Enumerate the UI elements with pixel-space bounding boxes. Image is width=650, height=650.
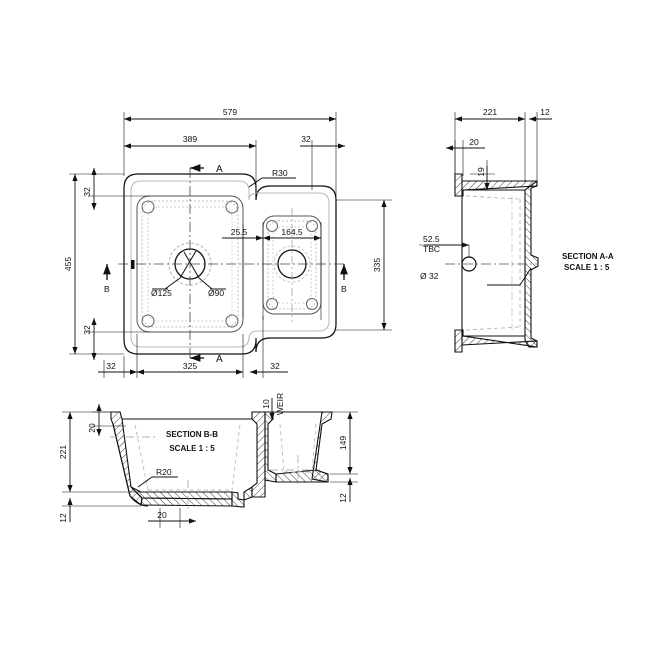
dim-inset-top: 32 <box>82 187 92 197</box>
r30-leader <box>248 177 263 188</box>
dim-bb-small-bowl-depth: 149 <box>338 436 348 450</box>
waste-leader-2 <box>183 251 200 279</box>
dim-bb-rim-width-left: 20 <box>87 423 97 433</box>
dim-right-bowl-height: 335 <box>372 258 382 272</box>
dim-aa-rim-thickness: 12 <box>540 107 550 117</box>
dim-bottom-right-offset: 32 <box>270 361 280 371</box>
dim-small-bowl-gap: 25.5 <box>231 227 248 237</box>
waste-outer-label: Ø125 <box>151 288 172 298</box>
section-aa-hidden-top <box>465 195 521 200</box>
dim-bb-main-depth: 221 <box>58 445 68 459</box>
section-b-left-label: B <box>104 284 110 294</box>
section-bb-title: SECTION B-B <box>166 430 218 439</box>
sink-rim-offset <box>130 180 330 348</box>
dim-tap-hole-diameter: Ø 32 <box>420 271 439 281</box>
dim-small-bowl-width: 164.5 <box>281 227 303 237</box>
main-bowl-corner-radius-br <box>225 314 239 328</box>
main-bowl-corner-radius-bl <box>141 314 155 328</box>
section-bb-small-base <box>275 469 329 483</box>
section-b-right-label: B <box>341 284 347 294</box>
section-aa-bottom-rim <box>454 329 538 353</box>
dim-bottom-main: 325 <box>183 361 197 371</box>
dim-weir-height: 10 <box>261 399 271 409</box>
dim-aa-rim-width: 20 <box>469 137 479 147</box>
dim-overall-height: 455 <box>63 257 73 271</box>
section-bb-view: R20 221 12 20 20 10 WEIR 149 12 SECTION … <box>58 393 358 528</box>
corner-radius-label: R30 <box>272 168 288 178</box>
small-bowl-corner-radius-tr <box>306 220 318 232</box>
main-bowl-corner-radius-tl <box>141 200 155 214</box>
dim-bottom-left-offset: 32 <box>106 361 116 371</box>
section-aa-hidden-bottom <box>465 326 521 331</box>
r20-leader <box>137 476 153 488</box>
base-radius-label: R20 <box>156 467 172 477</box>
section-bb-hidden-small-right <box>311 423 317 473</box>
small-bowl-corner-radius-tl <box>266 220 278 232</box>
section-bb-base-lip <box>140 497 233 507</box>
dim-right-offset-top: 32 <box>301 134 311 144</box>
section-bb-left-radius <box>129 495 149 507</box>
section-bb-hidden-right <box>231 424 241 491</box>
dim-bb-base-thickness: 12 <box>58 513 68 523</box>
sink-outer-outline <box>123 173 337 355</box>
section-aa-view: 221 12 20 19 52.5 TBC Ø 32 SECTION A-A S… <box>419 107 614 353</box>
dim-bb-base-step: 20 <box>157 510 167 520</box>
section-a-top-label: A <box>216 164 223 175</box>
dim-aa-depth: 221 <box>483 107 497 117</box>
main-bowl-corner-radius-tr <box>225 200 239 214</box>
waste-inner-label: Ø90 <box>208 288 224 298</box>
section-aa-title: SECTION A-A <box>562 252 614 261</box>
section-a-bottom-label: A <box>216 354 223 365</box>
dim-aa-lip: 19 <box>476 167 486 177</box>
section-aa-leader <box>519 267 532 286</box>
dim-tap-hole-note: TBC <box>423 244 440 254</box>
waste-leader-3 <box>164 277 181 290</box>
section-aa-scale: SCALE 1 : 5 <box>564 263 610 272</box>
section-bb-left-inner <box>112 423 131 497</box>
section-bb-hidden-small-left <box>279 423 285 473</box>
dim-overall-width: 579 <box>223 107 237 117</box>
dim-bb-small-bowl-base: 12 <box>338 493 348 503</box>
waste-leader-4 <box>198 277 213 290</box>
overflow-slot <box>131 260 135 269</box>
top-view: Ø125 Ø90 R30 A A B B 579 <box>63 107 392 378</box>
dim-tap-hole-position: 52.5 <box>423 234 440 244</box>
section-bb-scale: SCALE 1 : 5 <box>169 444 215 453</box>
small-bowl-corner-radius-bl <box>266 298 278 310</box>
small-waste-outer-circle <box>273 245 311 283</box>
dim-main-bowl-width: 389 <box>183 134 197 144</box>
dim-inset-bottom: 32 <box>82 325 92 335</box>
dim-weir-label: WEIR <box>275 393 285 415</box>
small-bowl-corner-radius-br <box>306 298 318 310</box>
waste-leader-1 <box>179 250 197 279</box>
